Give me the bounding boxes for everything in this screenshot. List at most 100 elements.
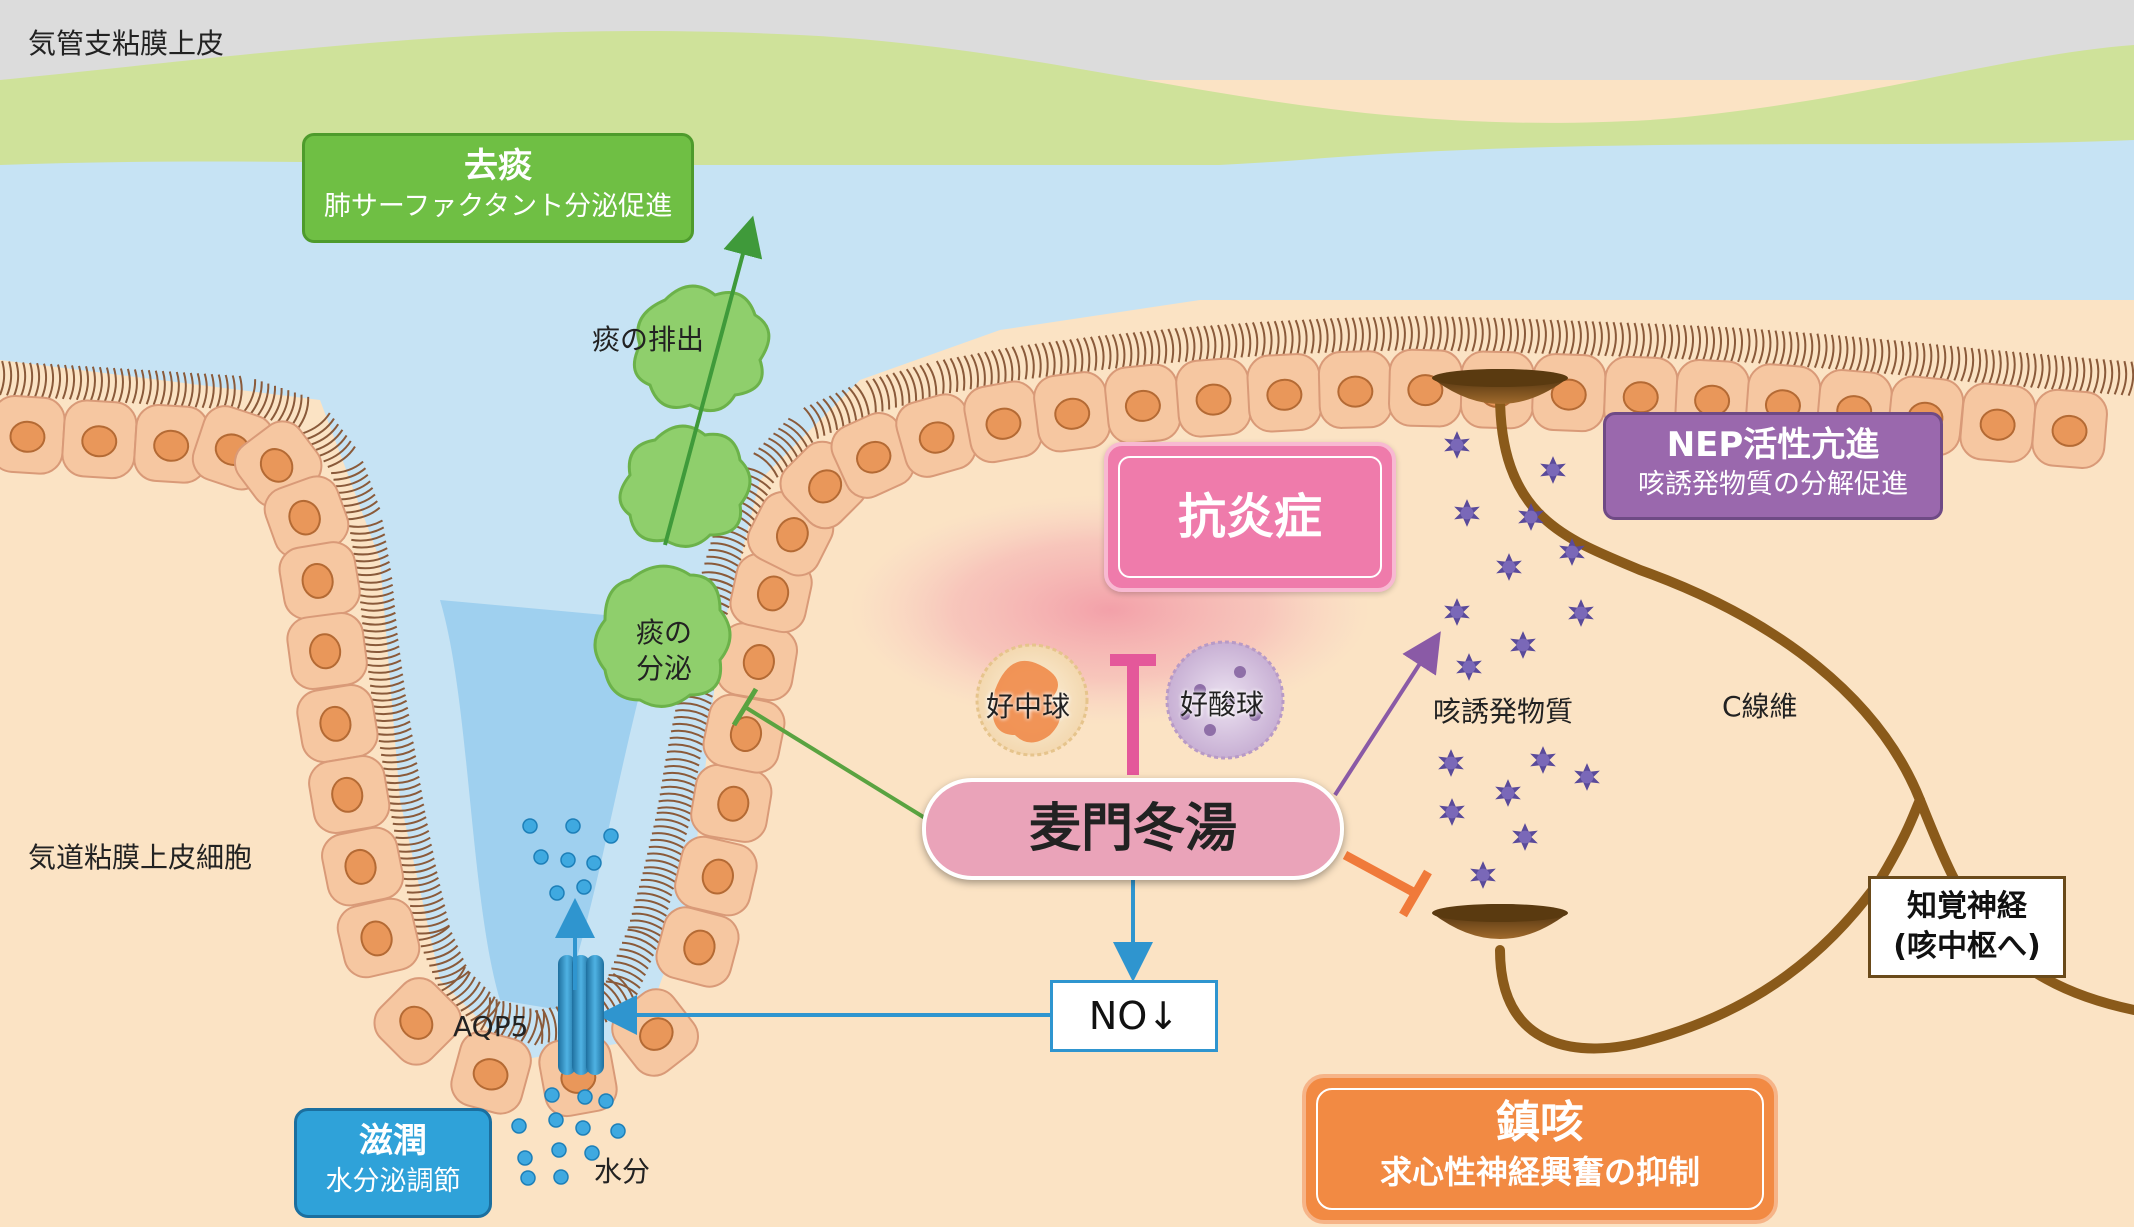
- cilium: [666, 750, 701, 760]
- cilium: [1625, 322, 1631, 358]
- cilium: [1196, 326, 1203, 361]
- cilium: [302, 412, 331, 435]
- cilium: [758, 447, 784, 473]
- cilium: [659, 792, 694, 801]
- nep-title: NEP活性亢進: [1666, 425, 1880, 465]
- cilium: [1167, 328, 1175, 364]
- cilium: [1918, 342, 1926, 378]
- sensory-nerve-label: 知覚神経 (咳中枢へ): [1893, 889, 2041, 964]
- epithelial-cell: [1317, 350, 1393, 429]
- cilium: [1041, 342, 1049, 377]
- cilium: [2127, 361, 2134, 396]
- cilium: [1210, 325, 1217, 360]
- cilium: [1583, 320, 1589, 356]
- nerve-receptor-rim: [1432, 904, 1568, 922]
- cilium: [365, 645, 400, 653]
- cilium: [2016, 352, 2023, 387]
- cilium: [1681, 324, 1688, 360]
- cilium: [410, 897, 444, 908]
- cilium: [367, 659, 402, 667]
- cilium: [1189, 326, 1196, 362]
- sensory-nerve-box: 知覚神経 (咳中枢へ): [1868, 876, 2066, 978]
- cilium: [1266, 321, 1273, 356]
- cilium: [460, 986, 486, 1012]
- cilium: [180, 372, 187, 407]
- cilium: [651, 832, 686, 843]
- cilium: [1604, 321, 1610, 357]
- cilium: [493, 1001, 505, 1035]
- cilium: [1351, 317, 1357, 352]
- cilium: [660, 785, 695, 795]
- cilium: [1238, 323, 1245, 358]
- cilium: [1443, 316, 1449, 351]
- cilium: [624, 935, 657, 951]
- cilium: [1737, 327, 1743, 363]
- epithelial-cell: [1033, 371, 1111, 453]
- cilium: [1897, 340, 1905, 376]
- cilium: [1062, 339, 1070, 375]
- cilium: [1995, 350, 2002, 385]
- cilium: [1653, 323, 1659, 359]
- sputum-secretion-label: 痰の 分泌: [636, 616, 693, 685]
- cilium: [803, 406, 819, 439]
- cilium: [935, 360, 945, 395]
- cilium: [131, 369, 138, 404]
- cilium: [1153, 329, 1161, 365]
- moisturizing-box: 滋潤 水分泌調節: [294, 1108, 492, 1218]
- cilium: [1862, 337, 1870, 373]
- nep-sub: 咳誘発物質の分解促進: [1638, 469, 1908, 500]
- cilium: [250, 381, 263, 415]
- eosinophil-cell: [1165, 640, 1285, 760]
- cilium: [243, 379, 257, 413]
- cilium: [389, 796, 424, 805]
- epithelial-cell: [690, 763, 773, 843]
- cilium: [75, 365, 83, 401]
- cilium: [1695, 325, 1701, 361]
- cilium: [635, 899, 669, 911]
- cilium: [984, 351, 993, 386]
- cilium: [354, 554, 389, 563]
- cilium: [1639, 322, 1645, 358]
- cilium: [2002, 350, 2009, 386]
- cilium: [236, 375, 243, 411]
- cilium: [390, 803, 425, 812]
- cilium: [828, 395, 845, 428]
- cilium: [1478, 317, 1484, 352]
- cilium: [263, 385, 277, 419]
- cilium: [194, 373, 201, 408]
- cilium: [822, 398, 839, 431]
- cilium: [338, 480, 371, 494]
- cilium: [369, 673, 404, 681]
- cilium: [406, 883, 441, 894]
- cilium: [1716, 326, 1722, 362]
- cilium: [423, 938, 456, 954]
- cilium: [1485, 317, 1491, 353]
- cilium: [103, 367, 110, 402]
- cilium: [33, 362, 41, 398]
- cilium: [661, 778, 697, 788]
- epithelial-cell: [0, 394, 66, 475]
- cilium: [658, 799, 693, 808]
- cilium: [359, 590, 394, 598]
- cilium: [1730, 327, 1736, 362]
- cilium: [1527, 318, 1533, 354]
- cilium: [1315, 318, 1322, 354]
- c-fiber-label: C線維: [1722, 690, 1798, 723]
- cilium: [1308, 319, 1315, 354]
- cilium: [613, 961, 647, 976]
- cilium: [1534, 318, 1540, 354]
- cilium: [296, 396, 310, 430]
- cilium: [377, 727, 412, 736]
- cilium: [619, 948, 652, 963]
- cilium: [391, 810, 426, 819]
- cilium: [605, 980, 638, 996]
- cilium: [1422, 315, 1428, 351]
- cilium: [534, 1009, 544, 1044]
- cilium: [1779, 330, 1786, 366]
- cilium: [1273, 320, 1280, 356]
- cilium: [434, 964, 467, 980]
- cilium: [366, 652, 401, 660]
- cilium: [1562, 320, 1568, 355]
- cilium: [926, 362, 938, 397]
- cilium: [1667, 324, 1674, 359]
